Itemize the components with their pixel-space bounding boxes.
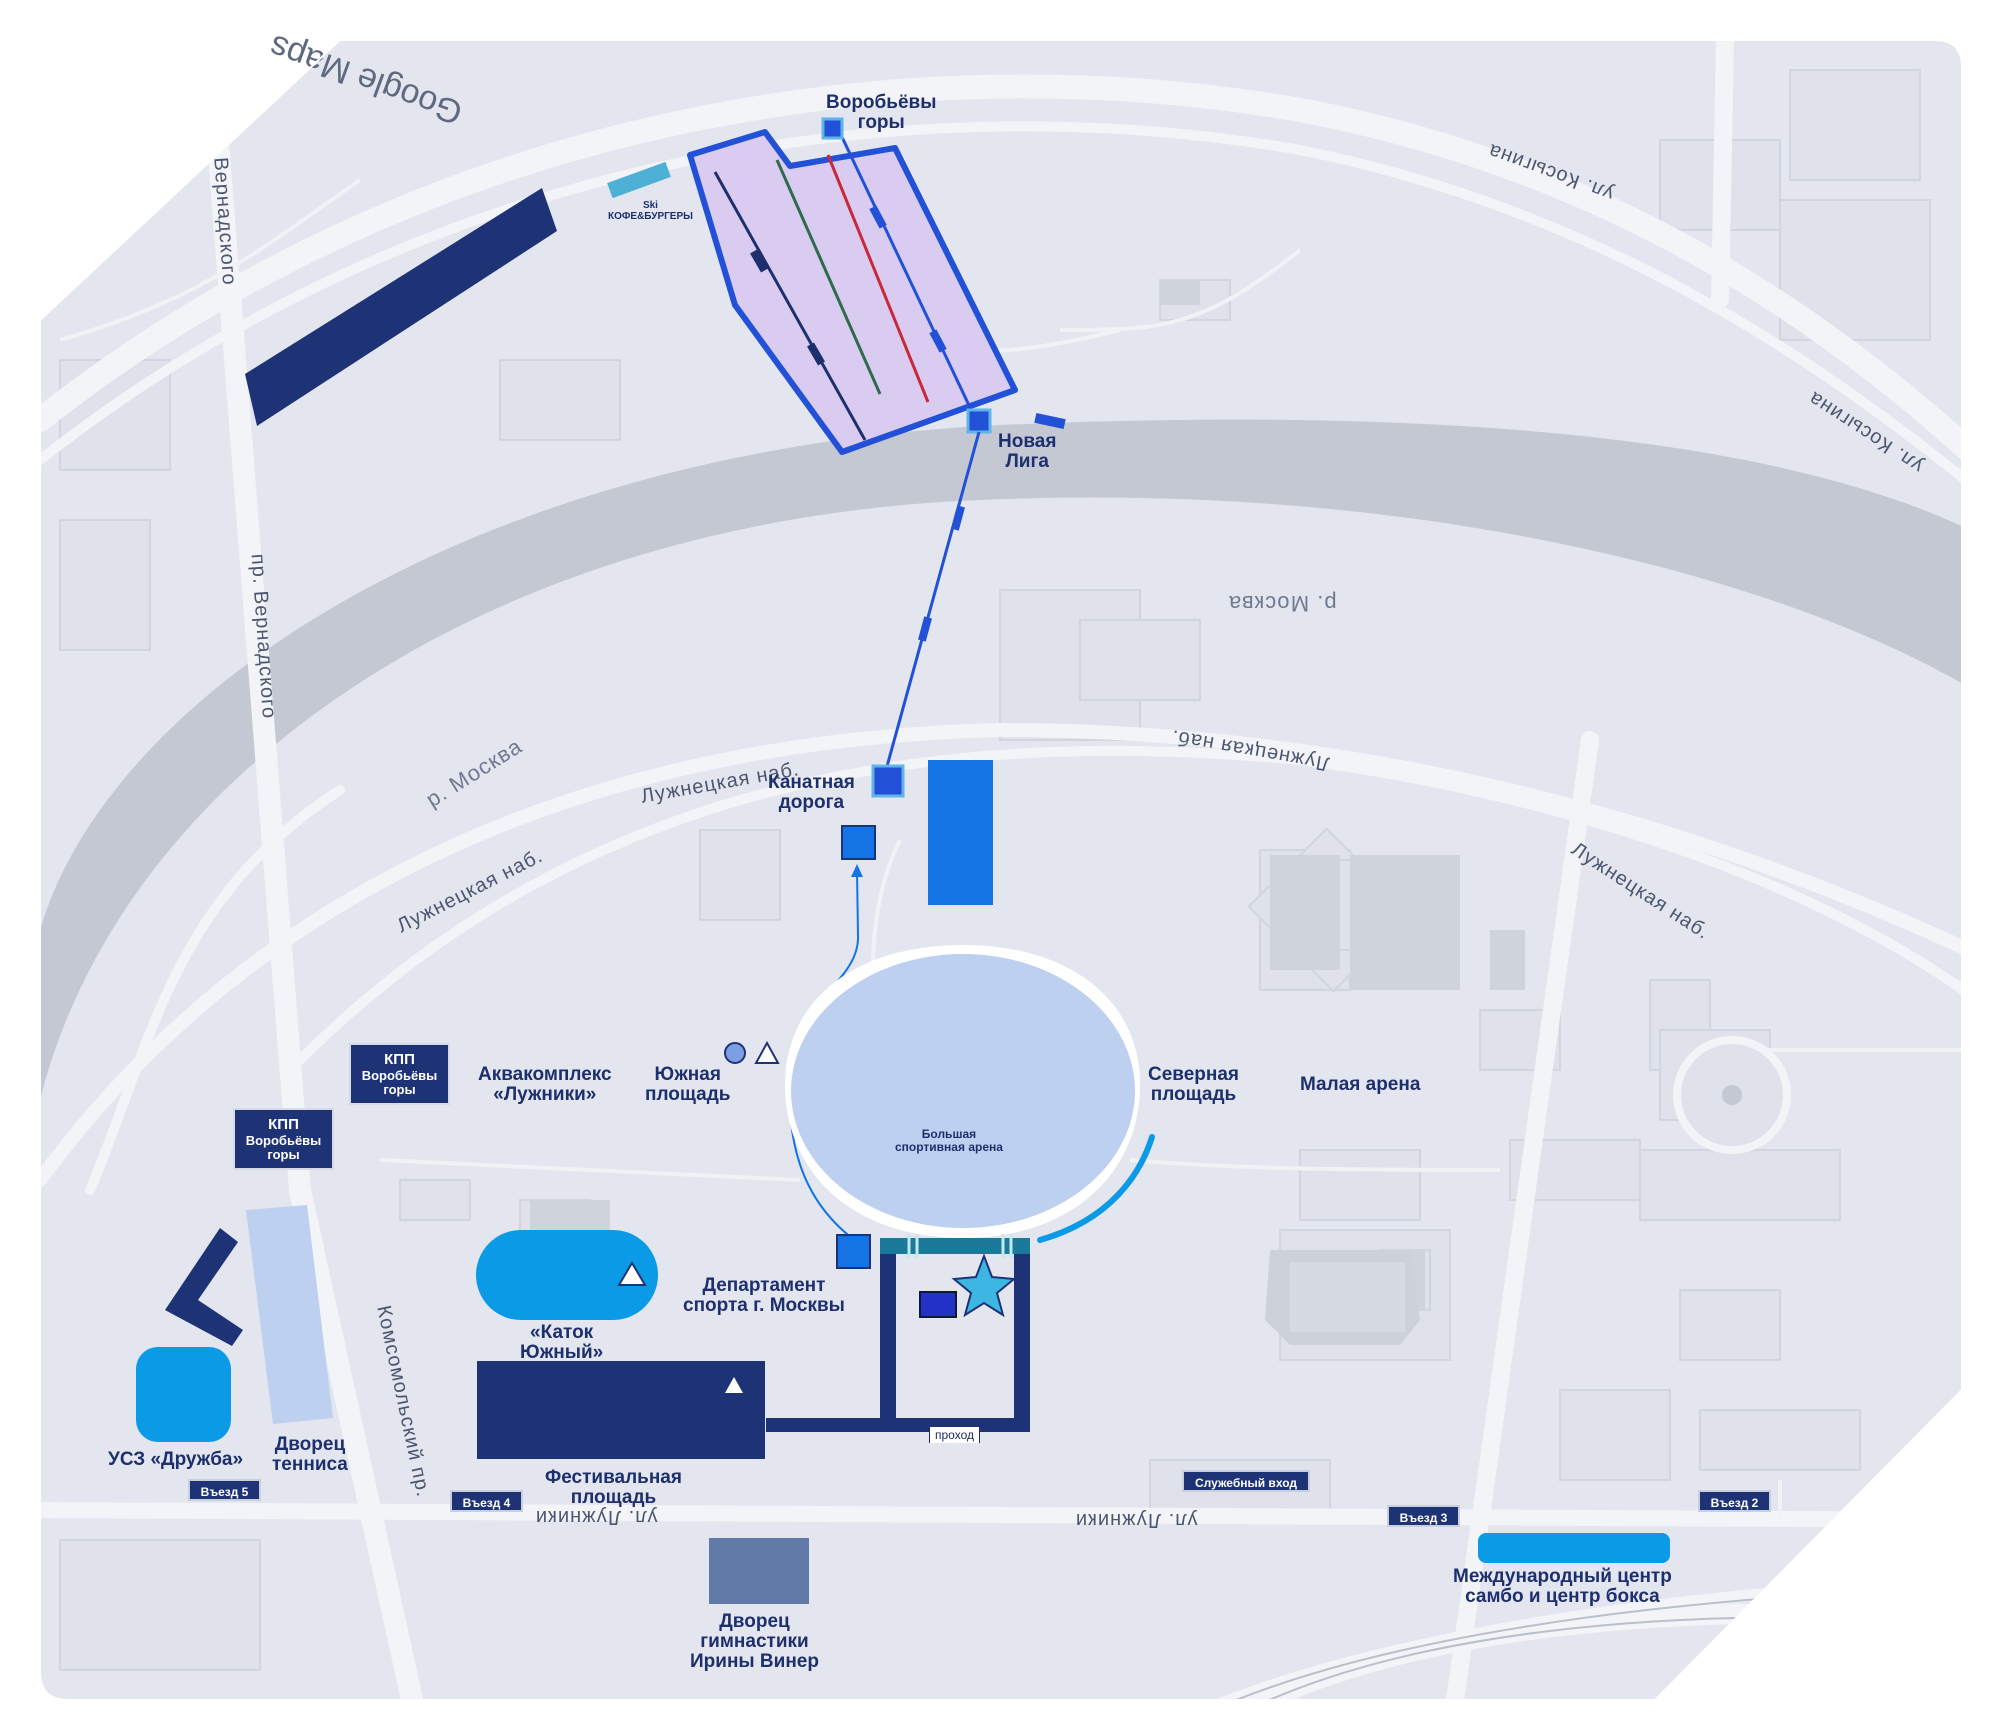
label-katok: «Каток Южный» [520, 1322, 604, 1363]
entry-4-tag[interactable]: Въезд 4 [450, 1490, 523, 1512]
novaya-liga-marker [1034, 412, 1066, 430]
ski-lift-red [826, 154, 930, 403]
dept-sport-marker[interactable] [919, 1291, 957, 1318]
checkpoint-kpp-upper[interactable]: КПП Воробьёвы горы [349, 1043, 450, 1105]
gate-ticks [907, 1234, 1013, 1258]
label-tennis-palace: Дворец тенниса [272, 1434, 348, 1475]
festival-square-marker [725, 1377, 743, 1393]
vorobyovy-gory-venue[interactable] [245, 188, 557, 426]
dept-sport-star[interactable] [951, 1253, 1017, 1318]
gymnastics-palace[interactable] [709, 1538, 809, 1604]
label-small-arena: Малая арена [1300, 1074, 1421, 1095]
cable-car-line [884, 431, 981, 771]
druzhba-dark-venue[interactable] [165, 1228, 243, 1346]
katok-triangle-marker [617, 1261, 647, 1286]
label-vorobyovy-gory: Воробьёвы горы [826, 92, 937, 133]
ski-lift-green [775, 159, 882, 395]
roundabout-center [1722, 1085, 1742, 1105]
cable-car-entrance[interactable] [841, 825, 876, 860]
entry-5-tag[interactable]: Въезд 5 [188, 1479, 261, 1501]
checkpoint-kpp-lower-subtitle: Воробьёвы горы [245, 1133, 322, 1162]
label-dept-sport: Департамент спорта г. Москвы [683, 1275, 845, 1316]
label-south-square: Южная площадь [645, 1064, 731, 1105]
label-cable-car: Канатная дорога [768, 772, 855, 813]
south-square-circle-marker[interactable] [724, 1042, 746, 1064]
usz-druzhba[interactable] [136, 1347, 231, 1442]
ski-lift-blue-marker-1 [869, 205, 887, 229]
ski-slope-area[interactable] [687, 129, 1018, 455]
novaya-liga-station[interactable] [966, 408, 992, 434]
checkpoint-kpp-lower-title: КПП [268, 1116, 299, 1133]
entry-2-tag[interactable]: Въезд 2 [1698, 1490, 1771, 1512]
ski-lift-blue-marker-2 [929, 329, 947, 353]
cable-car-lower-station[interactable] [871, 764, 905, 798]
service-entrance-tag[interactable]: Служебный вход [1182, 1470, 1310, 1492]
road-network [40, 40, 1962, 1700]
label-gymnastics-palace: Дворец гимнастики Ирины Винер [690, 1611, 819, 1672]
ski-lift-dark-marker-1 [750, 249, 768, 273]
south-square-triangle-marker[interactable] [754, 1040, 780, 1064]
street-luzhniki-right: ул. Лужники [1075, 1509, 1198, 1531]
label-aquacomplex: Аквакомплекс «Лужники» [478, 1064, 612, 1105]
label-novaya-liga: Новая Лига [998, 431, 1057, 472]
checkpoint-kpp-upper-subtitle: Воробьёвы горы [361, 1068, 438, 1097]
map-frame [39, 39, 1963, 1701]
label-usz-druzhba: УСЗ «Дружба» [108, 1449, 244, 1470]
vorobyovy-gory-station[interactable] [821, 117, 844, 140]
ski-lift-dark-marker-2 [807, 342, 825, 366]
checkpoint-kpp-lower[interactable]: КПП Воробьёвы горы [233, 1108, 334, 1170]
ski-cafe-marker[interactable] [607, 161, 671, 199]
stadium-field-inner [1290, 1262, 1405, 1332]
tennis-palace[interactable] [246, 1205, 333, 1424]
street-luzhniki-left: ул. Лужники [535, 1506, 658, 1528]
katok-yuzhny[interactable] [476, 1230, 658, 1320]
cable-car-marker-1 [951, 505, 965, 531]
river-moskva [40, 419, 1962, 1100]
route-arrow [851, 864, 863, 877]
arena-south-gate[interactable] [880, 1238, 1030, 1254]
label-passage: проход [929, 1427, 980, 1443]
label-big-arena: Большая спортивная арена [895, 1127, 1003, 1154]
ski-lift-blue [831, 117, 977, 419]
north-route [1037, 1134, 1155, 1243]
ski-cafe-title: Ski [642, 200, 658, 211]
ski-lift-dark [713, 171, 867, 441]
checkpoint-kpp-upper-title: КПП [384, 1051, 415, 1068]
label-sambo-center: Международный центр самбо и центр бокса [1453, 1566, 1672, 1607]
festival-square[interactable] [477, 1361, 765, 1459]
luzhniki-tall-block[interactable] [928, 760, 993, 905]
river-label-right: р. Москва [1228, 591, 1337, 616]
south-gate-square[interactable] [836, 1234, 871, 1269]
big-arena[interactable] [791, 954, 1135, 1228]
ski-cafe-subtitle: КОФЕ&БУРГЕРЫ [608, 211, 693, 222]
sambo-center[interactable] [1478, 1533, 1670, 1563]
cable-car-marker-2 [918, 616, 932, 642]
entry-3-tag[interactable]: Въезд 3 [1387, 1505, 1460, 1527]
label-festival-square: Фестивальная площадь [545, 1467, 682, 1508]
label-north-square: Северная площадь [1148, 1064, 1240, 1105]
